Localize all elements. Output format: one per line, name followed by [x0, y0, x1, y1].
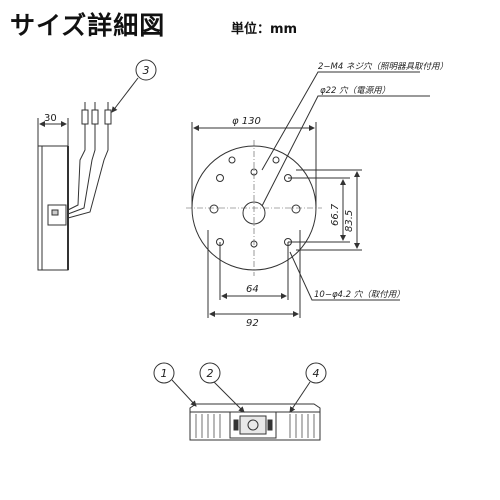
note-hole-22: φ22 穴（電源用）: [320, 85, 390, 96]
side-view: [37, 59, 157, 271]
callout-1: 1: [161, 367, 168, 380]
dim-64: 64: [246, 284, 259, 295]
callout-2: 2: [207, 367, 214, 380]
bottom-view: [153, 362, 327, 441]
dim-92: 92: [246, 318, 259, 329]
dim-83-5: 83.5: [344, 210, 355, 232]
dim-depth: 30: [44, 113, 57, 124]
page-title: サイズ詳細図: [10, 11, 166, 40]
center-hole: [242, 201, 266, 225]
side-terminal-block: [47, 204, 67, 226]
plan-view: [186, 71, 430, 318]
dim-66-7: 66.7: [330, 203, 341, 226]
dim-diameter: φ 130: [232, 116, 261, 127]
unit-label: 単位：mm: [231, 22, 298, 37]
callout-3: 3: [143, 64, 150, 77]
note-holes-4-2: 10−φ4.2 穴（取付用）: [314, 289, 405, 300]
note-m4-screw: 2−M4 ネジ穴（照明器具取付用）: [318, 61, 448, 72]
callout-4: 4: [313, 367, 320, 380]
